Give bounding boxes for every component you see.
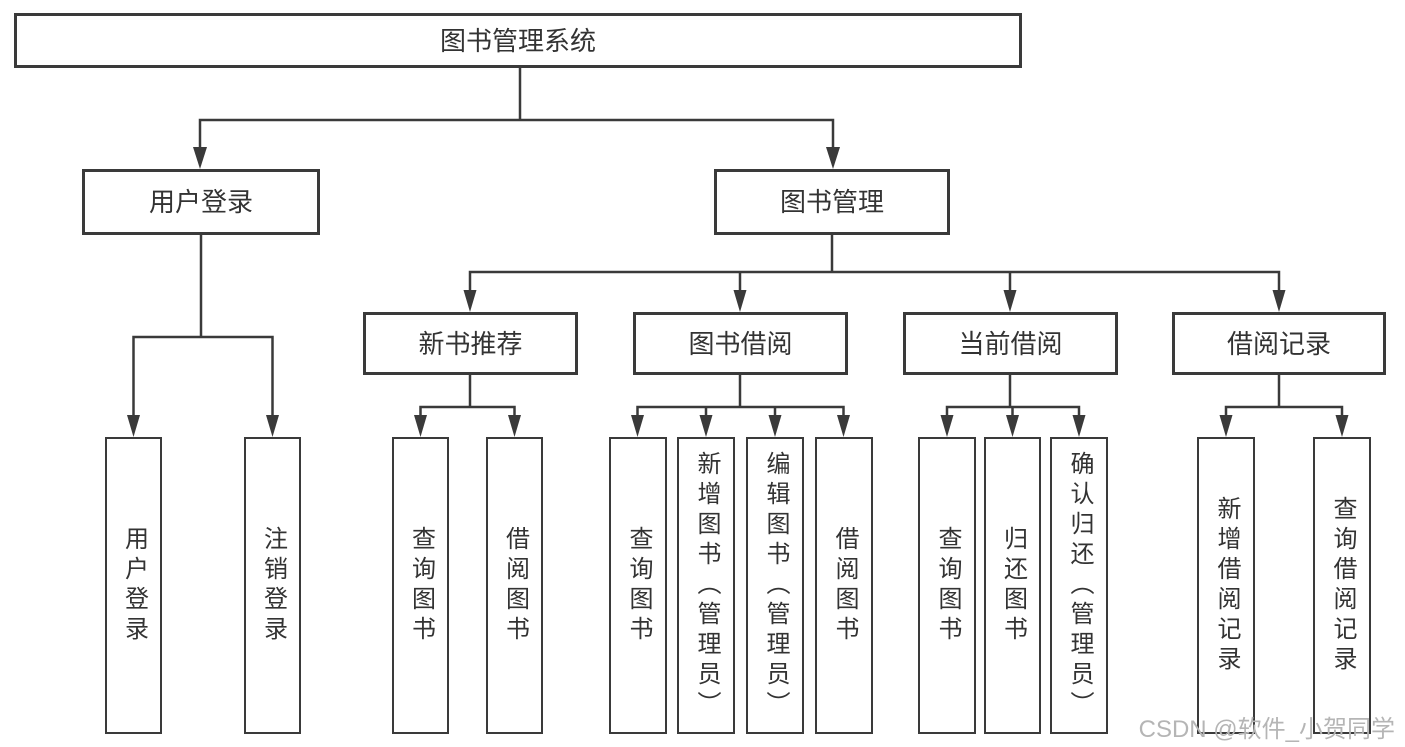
node-query-books: 查询图书 bbox=[918, 437, 976, 734]
node-borrow-books-label: 借阅图书 bbox=[831, 525, 858, 646]
node-query-books-label: 查询图书 bbox=[934, 525, 961, 646]
connector-book-borrowing-children bbox=[631, 375, 850, 437]
node-book-management: 图书管理 bbox=[714, 169, 950, 235]
node-add-borrow-record-label: 新增借阅记录 bbox=[1213, 495, 1240, 676]
node-edit-book-admin: 编辑图书（管理员） bbox=[746, 437, 804, 734]
node-query-books: 查询图书 bbox=[609, 437, 667, 734]
node-user-login: 用户登录 bbox=[82, 169, 320, 235]
node-confirm-return-admin: 确认归还（管理员） bbox=[1050, 437, 1108, 734]
connector-current-borrowing-children bbox=[940, 375, 1086, 437]
node-add-book-admin: 新增图书（管理员） bbox=[677, 437, 735, 734]
node-borrow-books: 借阅图书 bbox=[486, 437, 543, 734]
node-current-borrowing: 当前借阅 bbox=[903, 312, 1118, 375]
connector-user-login-children bbox=[127, 235, 279, 437]
node-book-management-label: 图书管理 bbox=[779, 187, 884, 217]
node-user-login-label: 用户登录 bbox=[148, 187, 253, 217]
node-return-books: 归还图书 bbox=[984, 437, 1041, 734]
connector-borrowing-records-children bbox=[1219, 375, 1349, 437]
node-borrowing-records-label: 借阅记录 bbox=[1226, 328, 1331, 359]
node-login-label: 用户登录 bbox=[120, 525, 148, 646]
node-confirm-return-admin-label: 确认归还（管理员） bbox=[1066, 450, 1093, 721]
node-borrow-books-label: 借阅图书 bbox=[501, 525, 529, 646]
node-new-book-recommend-label: 新书推荐 bbox=[418, 328, 523, 359]
connector-book-management-children bbox=[463, 235, 1286, 312]
node-logout: 注销登录 bbox=[244, 437, 301, 734]
node-current-borrowing-label: 当前借阅 bbox=[958, 328, 1063, 359]
node-edit-book-admin-label: 编辑图书（管理员） bbox=[762, 450, 789, 721]
node-library-system-label: 图书管理系统 bbox=[439, 25, 596, 56]
node-book-borrowing-label: 图书借阅 bbox=[688, 328, 793, 359]
node-borrowing-records: 借阅记录 bbox=[1172, 312, 1386, 375]
node-new-book-recommend: 新书推荐 bbox=[363, 312, 578, 375]
node-login: 用户登录 bbox=[105, 437, 162, 734]
node-add-book-admin-label: 新增图书（管理员） bbox=[693, 450, 720, 721]
node-add-borrow-record: 新增借阅记录 bbox=[1197, 437, 1255, 734]
node-query-books-label: 查询图书 bbox=[407, 525, 435, 646]
node-return-books-label: 归还图书 bbox=[999, 525, 1027, 646]
node-query-borrow-record: 查询借阅记录 bbox=[1313, 437, 1371, 734]
connector-new-book-children bbox=[414, 375, 521, 437]
node-query-books: 查询图书 bbox=[392, 437, 449, 734]
node-book-borrowing: 图书借阅 bbox=[633, 312, 848, 375]
connector-root-to-level2 bbox=[193, 67, 840, 169]
node-logout-label: 注销登录 bbox=[259, 525, 287, 646]
node-query-borrow-record-label: 查询借阅记录 bbox=[1329, 495, 1356, 676]
node-query-books-label: 查询图书 bbox=[625, 525, 652, 646]
node-borrow-books: 借阅图书 bbox=[815, 437, 873, 734]
node-library-system: 图书管理系统 bbox=[14, 13, 1022, 68]
